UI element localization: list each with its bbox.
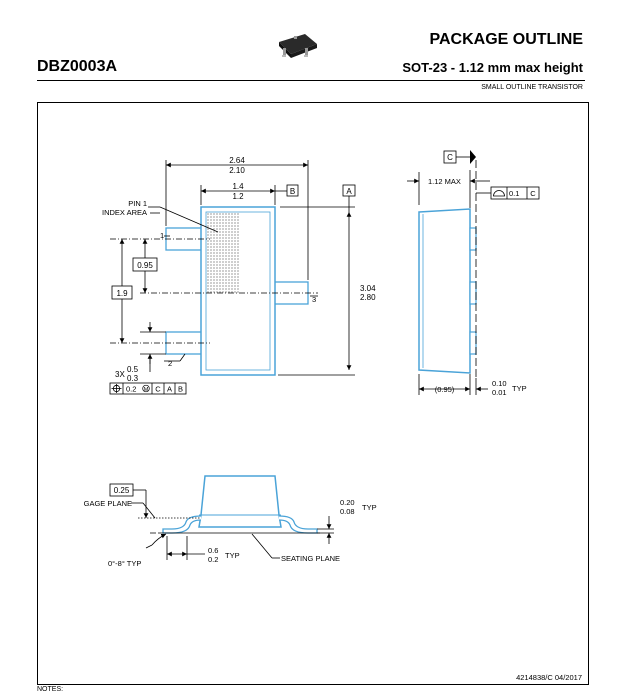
fcf-position-datum1: C bbox=[155, 385, 161, 394]
dim-span-box bbox=[111, 285, 133, 300]
body-inner bbox=[205, 211, 271, 371]
detail-view bbox=[131, 475, 334, 560]
pin-number-2: 2 bbox=[168, 359, 172, 368]
thickness-typ: TYP bbox=[362, 503, 377, 512]
index-area-label: INDEX AREA bbox=[102, 208, 147, 217]
dim-length-min: 2.80 bbox=[360, 293, 376, 302]
seating-plane-label: SEATING PLANE bbox=[281, 554, 340, 563]
outline-title: PACKAGE OUTLINE bbox=[429, 31, 583, 48]
header-rule bbox=[37, 80, 585, 81]
pin1-label: PIN 1 bbox=[128, 199, 147, 208]
svg-text:M: M bbox=[144, 387, 149, 393]
foot-typ: TYP bbox=[225, 551, 240, 560]
dim-thickness-max: 0.20 bbox=[340, 498, 355, 507]
standoff-typ: TYP bbox=[512, 384, 527, 393]
fcf-position-datum2: A bbox=[167, 385, 172, 394]
top-view bbox=[110, 160, 355, 376]
surface-profile-icon bbox=[493, 190, 505, 197]
package-subtitle: SOT-23 - 1.12 mm max height bbox=[402, 60, 583, 75]
dim-max-height: 1.12 MAX bbox=[428, 177, 461, 186]
dim-ref: (0.95) bbox=[435, 385, 455, 394]
datum-c: C bbox=[447, 153, 453, 162]
fcf-position-datum3: B bbox=[178, 385, 183, 394]
dim-overall-width-min: 2.10 bbox=[229, 166, 245, 175]
notes-label: NOTES: bbox=[37, 686, 64, 693]
dim-foot-max: 0.6 bbox=[208, 546, 218, 555]
package-name: DBZ0003A bbox=[37, 58, 118, 75]
document-number: 4214838/C 04/2017 bbox=[516, 673, 582, 682]
dim-pitch: 0.95 bbox=[137, 261, 153, 270]
fcf-profile-tol: 0.1 bbox=[509, 189, 519, 198]
gage-plane-label: GAGE PLANE bbox=[84, 499, 132, 508]
datum-a: A bbox=[346, 187, 352, 196]
dim-body-width-max: 1.4 bbox=[232, 182, 244, 191]
dim-pitch-box bbox=[132, 257, 158, 272]
datum-c-flag-icon bbox=[470, 150, 476, 164]
dim-length-max: 3.04 bbox=[360, 284, 376, 293]
side-view bbox=[407, 160, 490, 395]
datum-a-box bbox=[342, 184, 356, 197]
pin-number-3: 3 bbox=[312, 295, 316, 304]
dim-foot-min: 0.2 bbox=[208, 555, 218, 564]
pin1-index-area bbox=[207, 213, 239, 293]
datum-b: B bbox=[290, 187, 295, 196]
gage-value: 0.25 bbox=[114, 486, 130, 495]
drawing-frame bbox=[37, 102, 589, 685]
dim-body-width-min: 1.2 bbox=[232, 192, 244, 201]
fcf-profile-datum: C bbox=[530, 189, 536, 198]
gage-value-box bbox=[109, 483, 134, 497]
dim-overall-width-max: 2.64 bbox=[229, 156, 245, 165]
dim-lead-width-min: 0.3 bbox=[127, 374, 139, 383]
mmc-modifier-icon bbox=[142, 384, 150, 393]
package-type-label: SMALL OUTLINE TRANSISTOR bbox=[481, 84, 583, 91]
lead-width-prefix: 3X bbox=[115, 370, 125, 379]
fcf-profile: 0.1 C bbox=[490, 186, 540, 200]
dim-span: 1.9 bbox=[116, 289, 128, 298]
dim-standoff-min: 0.01 bbox=[492, 388, 507, 397]
fcf-position: 0.2 M C A B bbox=[109, 382, 187, 395]
datum-b-box bbox=[286, 184, 299, 197]
dim-thickness-min: 0.08 bbox=[340, 507, 355, 516]
pin-number-1: 1 bbox=[160, 231, 164, 240]
fcf-position-tol: 0.2 bbox=[126, 385, 136, 394]
angle-label: 0°-8° TYP bbox=[108, 559, 141, 568]
package-3d-icon bbox=[279, 34, 317, 58]
dim-lead-width-max: 0.5 bbox=[127, 365, 139, 374]
dim-standoff-max: 0.10 bbox=[492, 379, 507, 388]
